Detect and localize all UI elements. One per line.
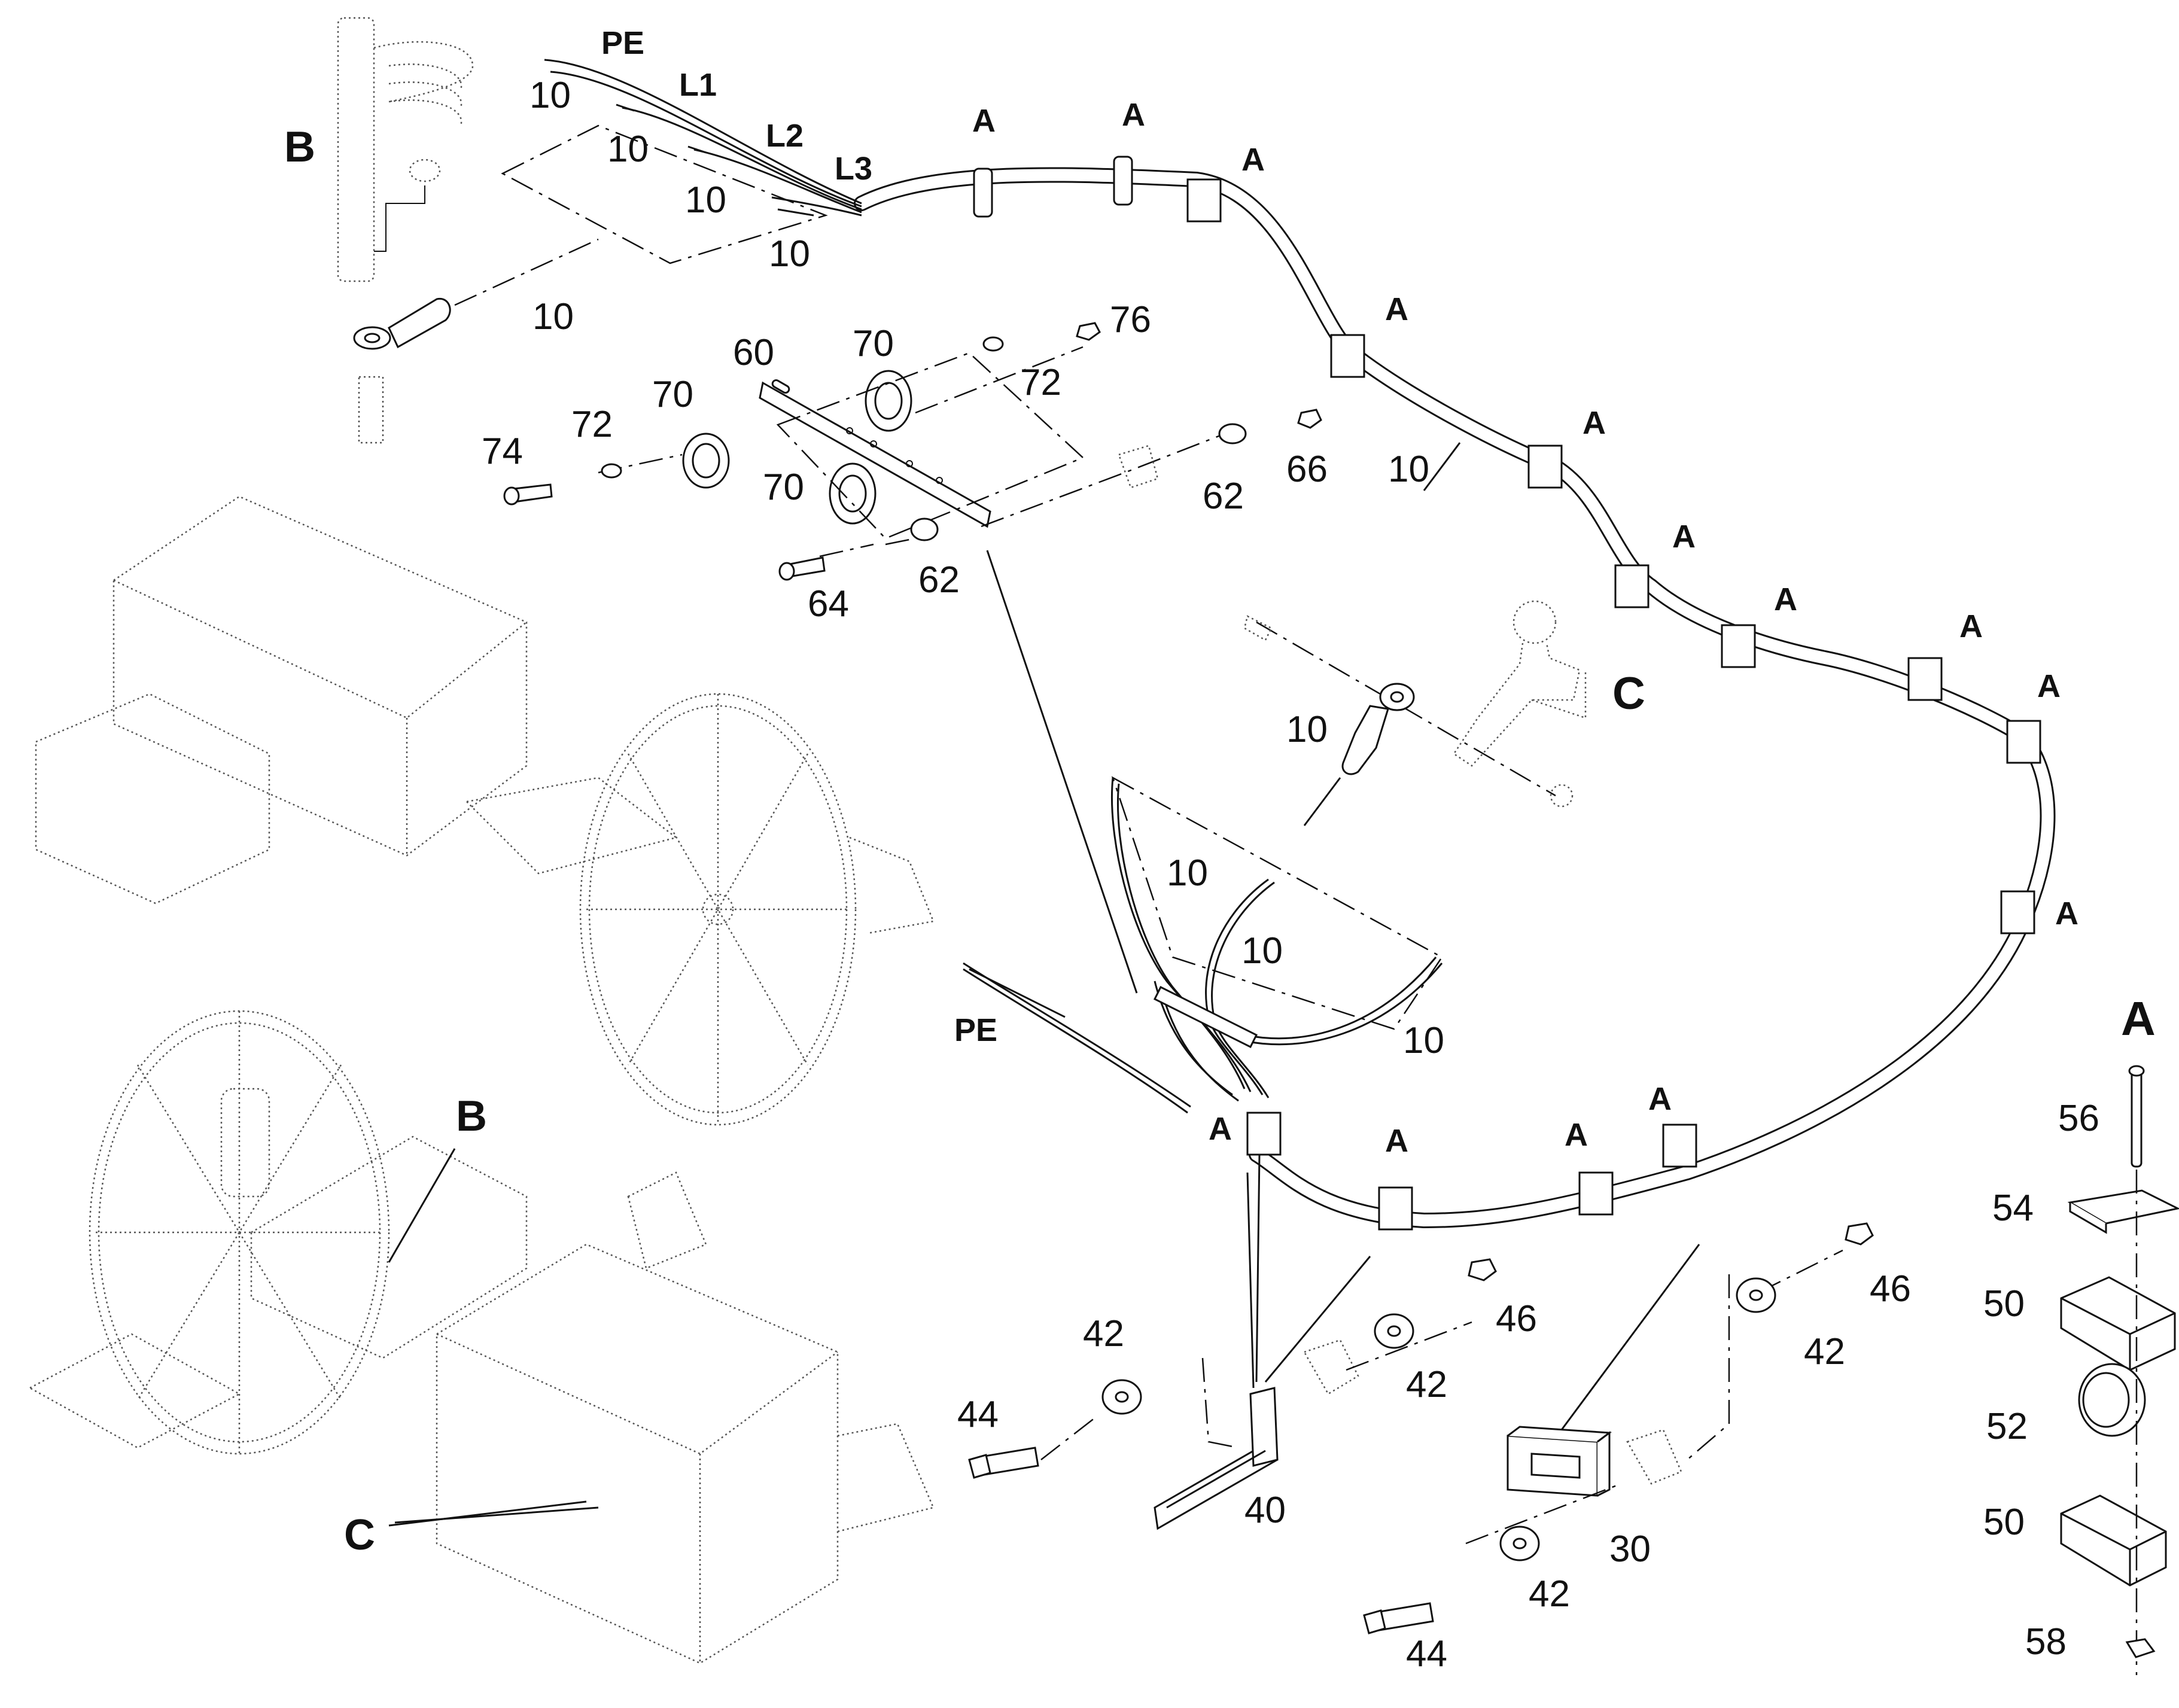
label-detail-c-machine: C — [344, 1511, 375, 1559]
callout-76: 76 — [1110, 299, 1151, 340]
label-a-13: A — [1565, 1117, 1588, 1153]
clamp-a12 — [1578, 1171, 1614, 1216]
callout-70-c: 70 — [763, 467, 804, 508]
label-l2: L2 — [766, 118, 804, 154]
label-a-11: A — [1209, 1111, 1232, 1147]
lower-brackets — [968, 1154, 1874, 1634]
clamp-a5 — [1527, 444, 1563, 489]
callout-42-d: 42 — [1529, 1573, 1570, 1615]
label-a-6: A — [1672, 519, 1696, 555]
clamp-a2 — [1113, 156, 1133, 206]
label-pe-top: PE — [601, 25, 644, 61]
label-a-1: A — [972, 103, 996, 139]
callout-70-b: 70 — [652, 374, 693, 415]
leader-b — [388, 1148, 456, 1263]
clamp-a9 — [2006, 720, 2041, 764]
label-a-12: A — [1385, 1123, 1408, 1159]
callout-72-a: 72 — [1020, 362, 1061, 403]
label-a-14: A — [1648, 1081, 1672, 1117]
clamp-a4 — [1330, 334, 1365, 378]
callout-52: 52 — [1986, 1406, 2028, 1447]
clamp-a7 — [1721, 624, 1756, 668]
callout-58: 58 — [2025, 1621, 2067, 1663]
callout-10-c-part: 10 — [1286, 709, 1328, 750]
label-l3: L3 — [835, 151, 872, 187]
callout-70-a: 70 — [853, 323, 894, 364]
label-pe-mid: PE — [954, 1012, 997, 1048]
callout-30: 30 — [1609, 1529, 1651, 1570]
label-detail-a-stack: A — [2121, 992, 2156, 1045]
label-a-7: A — [1774, 581, 1797, 617]
callout-44-b: 44 — [1406, 1633, 1447, 1674]
label-a-8: A — [1959, 608, 1983, 644]
leader-c — [388, 1500, 587, 1527]
callout-66: 66 — [1286, 449, 1328, 490]
clamp-a6 — [1614, 564, 1650, 608]
callout-56: 56 — [2058, 1098, 2099, 1139]
callout-10-j1: 10 — [1167, 853, 1208, 894]
callout-50-b: 50 — [1983, 1502, 2025, 1543]
callout-10-d: 10 — [769, 233, 810, 275]
callout-72-b: 72 — [571, 404, 613, 445]
leader-c-2 — [394, 1506, 599, 1524]
main-cable-route — [854, 167, 2056, 1229]
callout-64: 64 — [808, 583, 849, 625]
detail-a-clamp-stack — [2060, 1065, 2179, 1675]
label-a-9: A — [2037, 668, 2061, 704]
callout-46-a: 46 — [1496, 1298, 1537, 1339]
cable-clamps — [973, 156, 2041, 1231]
callout-10-a: 10 — [529, 75, 571, 116]
label-a-5: A — [1582, 405, 1606, 441]
callout-10-c: 10 — [685, 179, 726, 221]
callout-42-b: 42 — [1406, 1364, 1447, 1405]
callout-62-b: 62 — [1203, 476, 1244, 517]
callout-40: 40 — [1244, 1490, 1286, 1531]
label-a-3: A — [1241, 142, 1265, 178]
label-a-2: A — [1122, 97, 1145, 133]
junction-cables — [963, 550, 1443, 1114]
label-detail-b-top: B — [284, 123, 315, 171]
callout-10-e: 10 — [532, 296, 574, 337]
clamp-a8 — [1907, 657, 1943, 701]
callout-10-route: 10 — [1388, 449, 1429, 490]
clamp-a1 — [973, 168, 993, 218]
clamp-a3 — [1186, 178, 1222, 223]
label-detail-c-part: C — [1612, 668, 1645, 719]
bracket-assembly-60 — [503, 322, 1322, 581]
callout-60: 60 — [733, 332, 774, 373]
callout-42-a: 42 — [1083, 1313, 1124, 1354]
leader-pe — [969, 968, 1066, 1018]
callout-10-b: 10 — [607, 129, 649, 170]
callout-50-a: 50 — [1983, 1283, 2025, 1325]
clamp-a11 — [1662, 1124, 1697, 1168]
clamp-a14 — [1246, 1112, 1282, 1156]
label-l1: L1 — [679, 67, 717, 103]
machine-upper-illustration — [35, 495, 935, 1126]
leader-10 — [1423, 442, 1461, 491]
callout-54: 54 — [1992, 1188, 2034, 1229]
clamp-a13 — [1378, 1186, 1413, 1231]
callout-10-j3: 10 — [1403, 1020, 1444, 1061]
callout-74: 74 — [482, 431, 523, 472]
machine-lower-illustration — [28, 1010, 935, 1664]
label-a-10: A — [2055, 896, 2078, 931]
clamp-a10 — [2000, 890, 2035, 934]
detail-b-fixture — [337, 17, 599, 444]
text-labels: B PE L1 L2 L3 10 10 10 10 10 A A A A A A… — [284, 25, 2156, 1674]
wire-bundle-top — [501, 59, 862, 264]
detail-c-part — [1243, 600, 1587, 826]
callout-10-j2: 10 — [1241, 930, 1283, 972]
label-detail-b-machine: B — [456, 1092, 487, 1140]
callout-44-a: 44 — [957, 1394, 999, 1435]
callout-42-c: 42 — [1804, 1331, 1845, 1372]
label-a-4: A — [1385, 291, 1408, 327]
callout-62-a: 62 — [918, 559, 960, 601]
callout-46-b: 46 — [1870, 1268, 1911, 1310]
